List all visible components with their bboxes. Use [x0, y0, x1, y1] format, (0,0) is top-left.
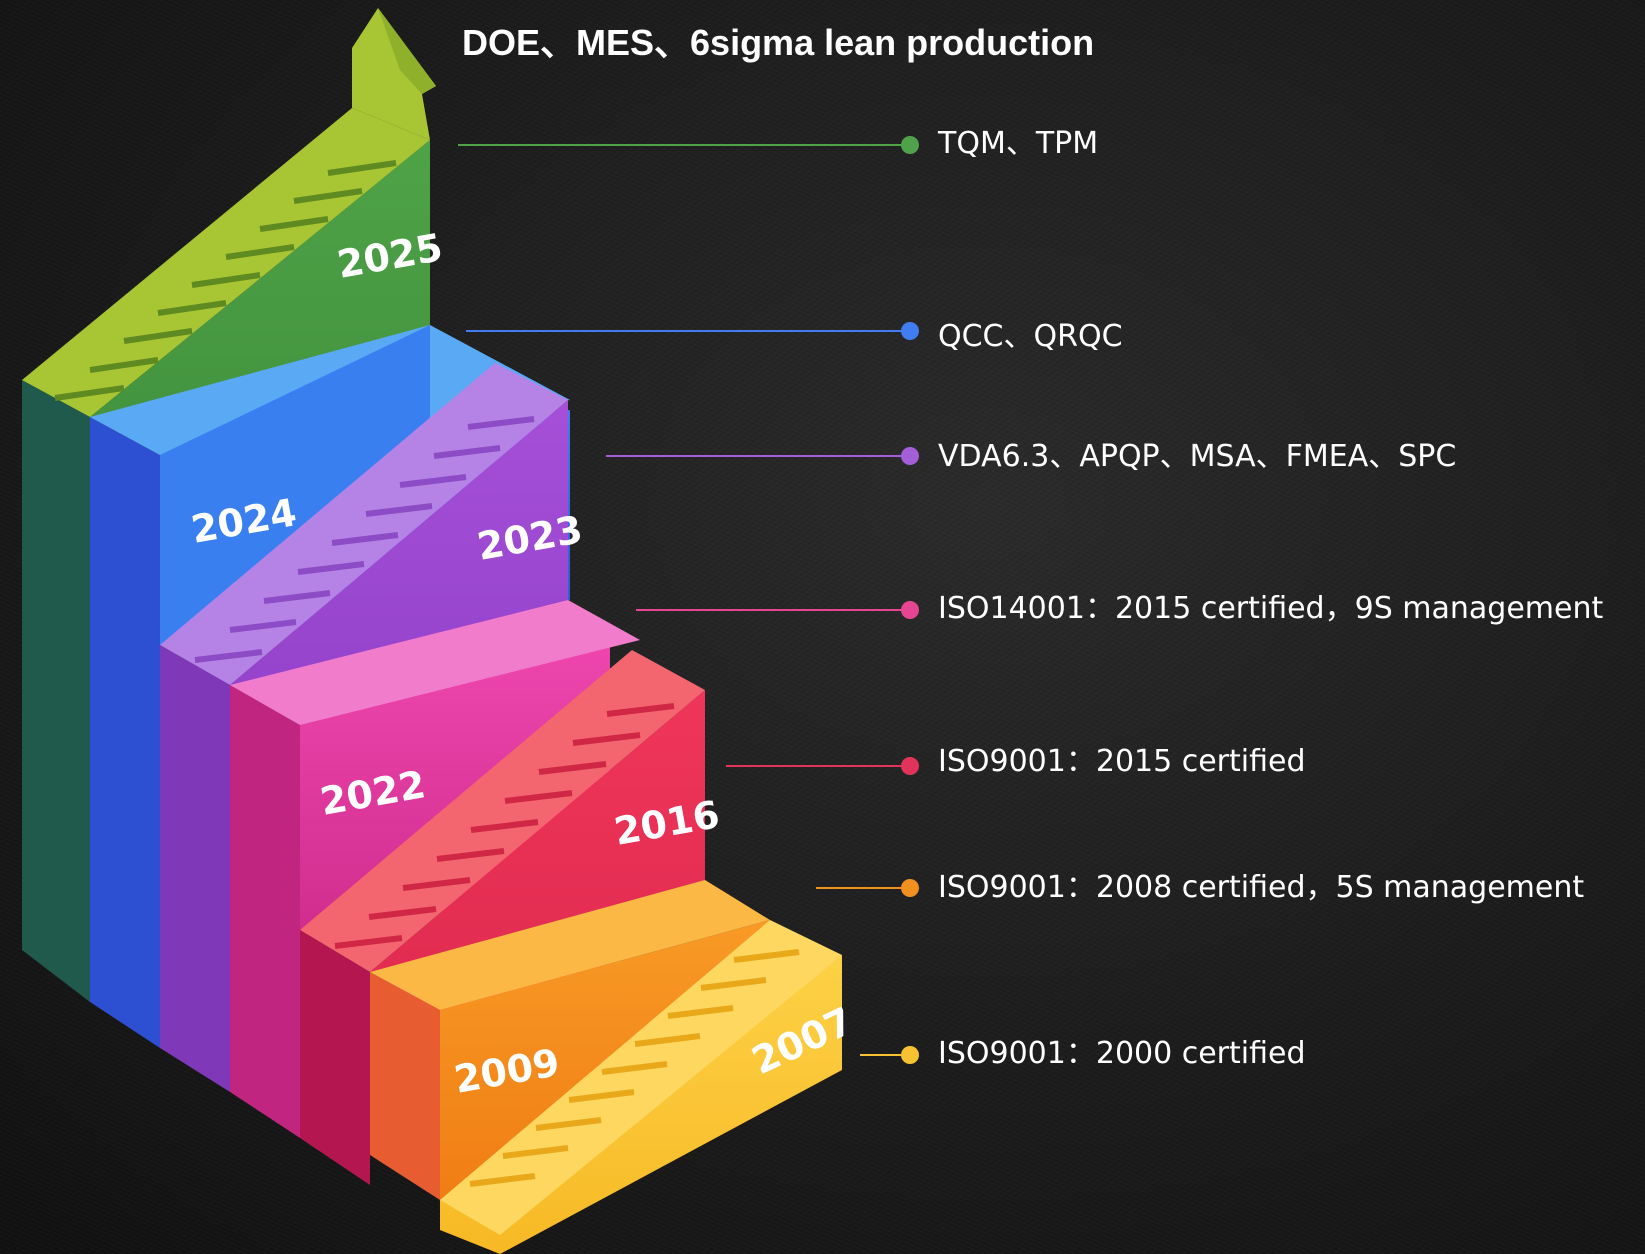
milestone-label-iso9001-2015: ISO9001：2015 certified: [938, 744, 1306, 779]
step-2007-block: [440, 920, 842, 1254]
milestone-label-iso14001: ISO14001：2015 certified，9S management: [938, 591, 1604, 626]
connector-iso9001-2015: [726, 765, 910, 767]
milestone-dot-iso9001-2008: [901, 879, 919, 897]
milestone-dot-iso9001-2000: [901, 1046, 919, 1064]
milestone-dot-tqm: [901, 136, 919, 154]
milestone-dot-iso14001: [901, 601, 919, 619]
milestone-label-iso9001-2000: ISO9001：2000 certified: [938, 1036, 1306, 1071]
milestone-label-vda: VDA6.3、APQP、MSA、FMEA、SPC: [938, 439, 1457, 474]
connector-iso9001-2008: [816, 887, 910, 889]
connector-qcc: [466, 330, 910, 332]
connector-tqm: [458, 144, 910, 146]
milestone-dot-qcc: [901, 322, 919, 340]
connector-iso9001-2000: [860, 1054, 910, 1056]
milestone-dot-vda: [901, 447, 919, 465]
milestone-label-qcc: QCC、QRQC: [938, 319, 1123, 354]
page-headline: DOE、MES、6sigma lean production: [462, 22, 1095, 63]
connector-iso14001: [636, 609, 910, 611]
milestone-label-iso9001-2008: ISO9001：2008 certified，5S management: [938, 870, 1585, 905]
milestone-dot-iso9001-2015: [901, 757, 919, 775]
milestone-label-tqm: TQM、TPM: [938, 126, 1099, 161]
connector-vda: [606, 455, 910, 457]
